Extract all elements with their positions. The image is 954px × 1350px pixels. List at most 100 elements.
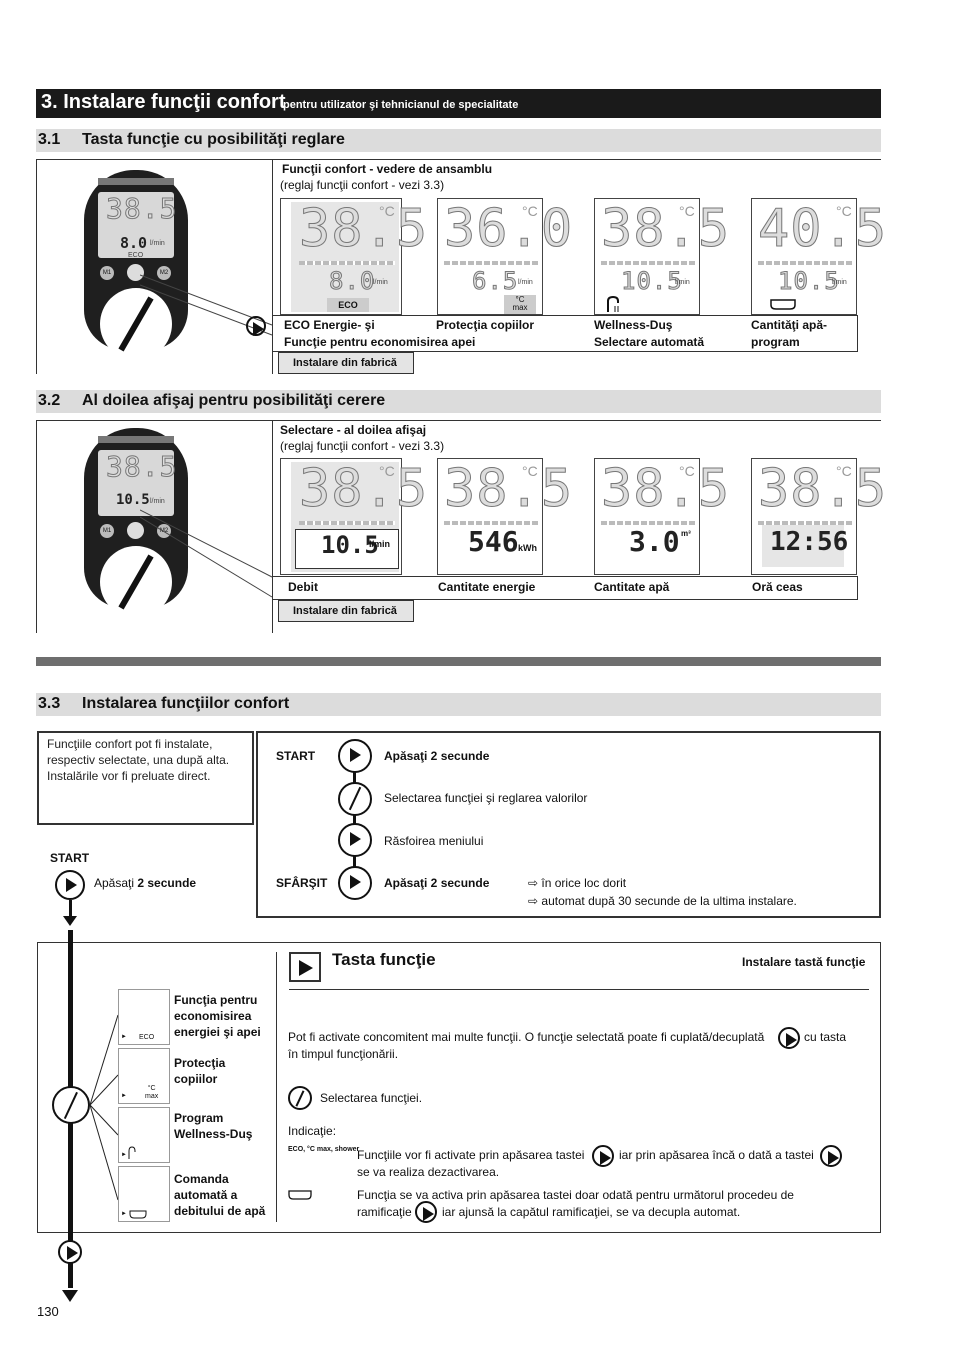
m2-button[interactable]: M2 <box>157 266 171 280</box>
m1-button[interactable]: M1 <box>100 524 114 538</box>
step-note-1: ⇨ în orice loc dorit <box>528 876 627 890</box>
note-1a: Funcţiile vor fi activate prin apăsarea … <box>357 1148 585 1162</box>
panel-subtitle: (reglaj funcţii confort - vezi 3.3) <box>280 439 445 453</box>
indication-symbols: ECO, °C max, shower <box>288 1146 360 1153</box>
label-eco-2: Funcţie pentru economisirea apei <box>284 335 476 349</box>
paragraph-1a: Pot fi activate concomitent mai multe fu… <box>288 1030 765 1044</box>
play-icon <box>55 870 85 900</box>
play-icon <box>778 1027 800 1049</box>
factory-setting-badge: Instalare din fabrică <box>278 600 414 622</box>
play-icon <box>415 1201 437 1223</box>
step-select: Selectarea funcţiei şi reglarea valorilo… <box>384 791 588 805</box>
function-label-child: Protecţia copiilor <box>174 1056 226 1086</box>
display-eco: 38.5 °C 8.0 l/min ECO <box>280 198 428 315</box>
function-label-eco: Funcţia pentru economisirea energiei şi … <box>174 993 261 1039</box>
frame-line <box>36 420 274 421</box>
shower-icon <box>128 1146 136 1159</box>
function-key-icon <box>289 952 321 982</box>
select-function-text: Selectarea funcţiei. <box>320 1091 423 1105</box>
frame-line <box>36 159 274 160</box>
chapter-subtitle: pentru utilizator şi tehnicianul de spec… <box>283 99 519 111</box>
mini-display-wellness: ► <box>118 1107 170 1163</box>
device-display: 38.5 8.0 l/min ECO <box>98 192 177 259</box>
display-water-amount: 38.5 °C 3.0 m³ <box>594 458 730 575</box>
function-label-tub: Comanda automată a debitului de apă <box>174 1172 266 1218</box>
section-3-1-header: 3.1 Tasta funcţie cu posibilităţi reglar… <box>36 129 881 152</box>
label-energy: Cantitate energie <box>438 580 536 594</box>
section-number: 3.1 <box>38 131 61 148</box>
note-2c: iar ajunsă la capătul ramificaţiei, se v… <box>442 1205 741 1219</box>
arrow-down-icon <box>63 916 77 926</box>
paragraph-1c: în timpul funcţionării. <box>288 1047 399 1061</box>
paragraph-1b: cu tasta <box>804 1030 847 1044</box>
function-key-title: Tasta funcţie <box>332 950 436 969</box>
dial-icon <box>338 782 372 816</box>
display-wellness: 38.5 °C 10.5 l/min <box>594 198 730 315</box>
play-icon <box>58 1240 82 1264</box>
rotary-knob[interactable] <box>100 546 172 618</box>
function-labels-box <box>272 315 858 352</box>
note-2a: Funcţia se va activa prin apăsarea taste… <box>357 1188 794 1202</box>
section-title: Al doilea afişaj pentru posibilităţi cer… <box>82 392 386 409</box>
m1-button[interactable]: M1 <box>100 266 114 280</box>
step-press-2s: Apăsaţi 2 secunde <box>384 749 490 763</box>
panel-title: Selectare - al doilea afişaj <box>280 423 427 437</box>
bathtub-icon <box>129 1210 147 1219</box>
section-3-2-header: 3.2 Al doilea afişaj pentru posibilităţi… <box>36 390 881 413</box>
note-1c: se va realiza dezactivarea. <box>357 1165 500 1179</box>
play-button[interactable] <box>127 264 144 281</box>
play-icon <box>338 866 372 900</box>
chapter-title: 3. Instalare funcţii confort <box>41 91 286 113</box>
divider <box>289 989 869 990</box>
mini-display-tub: ► <box>118 1166 170 1222</box>
step-end-label: SFÂRŞIT <box>276 876 328 890</box>
step-browse: Răsfoirea meniului <box>384 834 484 848</box>
intro-box: Funcţiile confort pot fi instalate, resp… <box>37 731 254 825</box>
label-flow: Debit <box>288 580 318 594</box>
flow-arrow-shaft <box>69 900 72 918</box>
note-1b: iar prin apăsarea încă o dată a tastei <box>619 1148 814 1162</box>
frame-line <box>272 420 881 421</box>
left-start-text: Apăsaţi 2 secunde <box>94 876 197 890</box>
steps-connector <box>353 755 356 883</box>
section-number: 3.3 <box>38 695 61 712</box>
display-water-program: 40.5 °C 10.5 l/min <box>751 198 887 315</box>
bathtub-icon <box>770 299 796 310</box>
label-water-amount: Cantitate apă <box>594 580 670 594</box>
play-icon <box>246 316 266 336</box>
frame-line <box>36 159 37 374</box>
arrow-down-icon <box>62 1290 78 1302</box>
section-number: 3.2 <box>38 392 61 409</box>
label-eco-1: ECO Energie- şi <box>284 318 375 332</box>
bathtub-icon <box>288 1190 312 1200</box>
eco-symbol: ECO <box>327 298 369 312</box>
function-key-box <box>37 942 881 1233</box>
branch-lines <box>89 1014 119 1201</box>
section-title: Instalarea funcţiilor confort <box>82 695 290 712</box>
left-start-label: START <box>50 851 90 865</box>
label-wellness-2: Selectare automată <box>594 335 705 349</box>
play-icon <box>820 1145 842 1167</box>
function-label-wellness: Program Wellness-Duş <box>174 1111 253 1141</box>
second-display-labels-box <box>272 576 858 600</box>
label-wellness-1: Wellness-Duş <box>594 318 673 332</box>
play-icon <box>592 1145 614 1167</box>
label-water-2: program <box>751 335 800 349</box>
panel-title: Funcţii confort - vedere de ansamblu <box>282 162 493 176</box>
rotary-knob[interactable] <box>100 288 172 360</box>
display-energy: 38.5 °C 546 kWh <box>437 458 573 575</box>
display-clock: 38.5 °C 12:56 <box>751 458 887 575</box>
label-clock: Oră ceas <box>752 580 803 594</box>
note-2b: ramificaţie <box>357 1205 412 1219</box>
play-button[interactable] <box>127 522 144 539</box>
device-display: 38.5 10.5 l/min <box>98 450 177 516</box>
separator-bar <box>36 657 881 666</box>
water-heater-device: 38.5 8.0 l/min ECO M1 M2 <box>84 170 188 360</box>
play-icon <box>338 823 372 857</box>
step-note-2: ⇨ automat după 30 secunde de la ultima i… <box>528 894 797 908</box>
step-end-press: Apăsaţi 2 secunde <box>384 876 490 890</box>
divider <box>276 952 277 1222</box>
